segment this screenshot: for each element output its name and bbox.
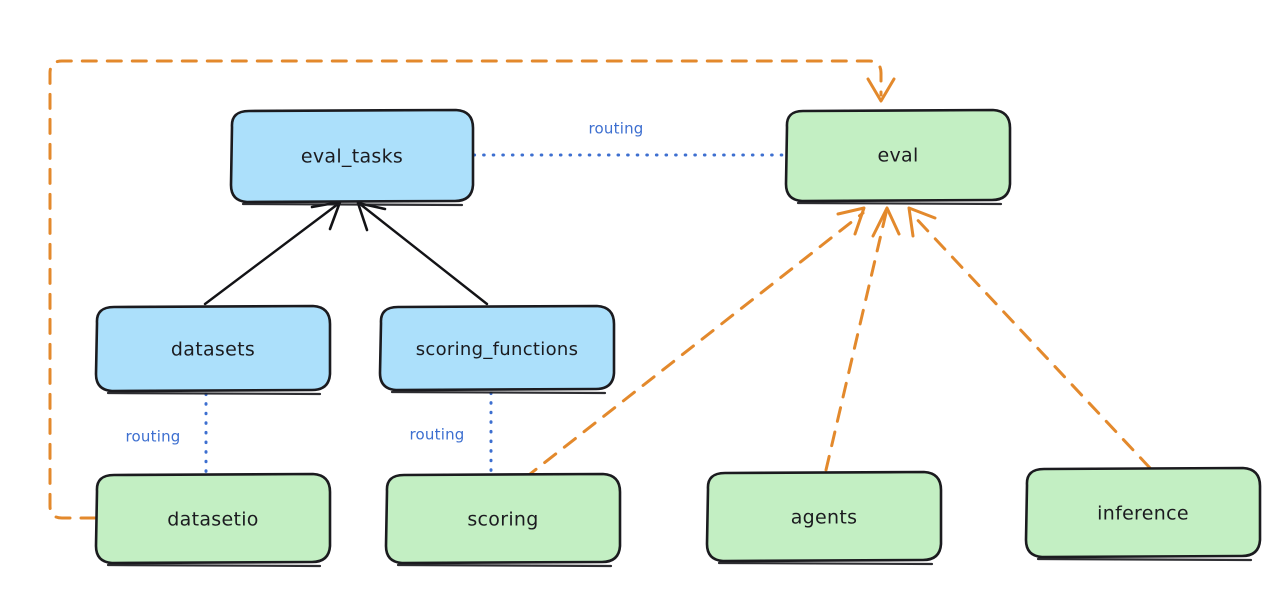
node-eval[interactable]: eval — [784, 108, 1012, 206]
edge-scoring-to-eval — [523, 206, 866, 480]
node-label-eval: eval — [877, 145, 918, 167]
edge-datasets-to-datasetio: routing — [126, 392, 208, 475]
edge-agents-to-eval — [824, 206, 901, 472]
edge-datasetio-to-eval — [48, 59, 896, 520]
edge-inference-to-eval — [907, 206, 1152, 470]
node-label-eval-tasks: eval_tasks — [301, 146, 403, 168]
node-scoring[interactable]: scoring — [384, 472, 622, 568]
node-label-datasets: datasets — [171, 339, 255, 361]
edge-eval-tasks-to-eval: routing — [472, 120, 787, 157]
node-label-inference: inference — [1097, 503, 1189, 525]
node-scoring-functions[interactable]: scoring_functions — [378, 304, 616, 395]
edge-datasets-to-eval-tasks — [203, 200, 342, 306]
node-label-scoring-functions: scoring_functions — [416, 339, 579, 360]
node-agents[interactable]: agents — [705, 470, 943, 566]
edge-scoring-functions-to-eval-tasks — [356, 201, 489, 306]
edge-label-routing-datasets: routing — [126, 428, 181, 446]
node-datasets[interactable]: datasets — [94, 304, 332, 396]
node-datasetio[interactable]: datasetio — [94, 472, 332, 568]
edge-scoring-functions-to-scoring: routing — [410, 391, 493, 475]
node-eval-tasks[interactable]: eval_tasks — [229, 108, 475, 207]
node-inference[interactable]: inference — [1024, 466, 1262, 562]
node-label-datasetio: datasetio — [167, 509, 258, 531]
edge-label-routing-scoring-functions: routing — [410, 426, 465, 444]
node-label-scoring: scoring — [467, 509, 538, 531]
edge-label-routing-eval-tasks: routing — [589, 120, 644, 138]
node-label-agents: agents — [791, 507, 858, 529]
